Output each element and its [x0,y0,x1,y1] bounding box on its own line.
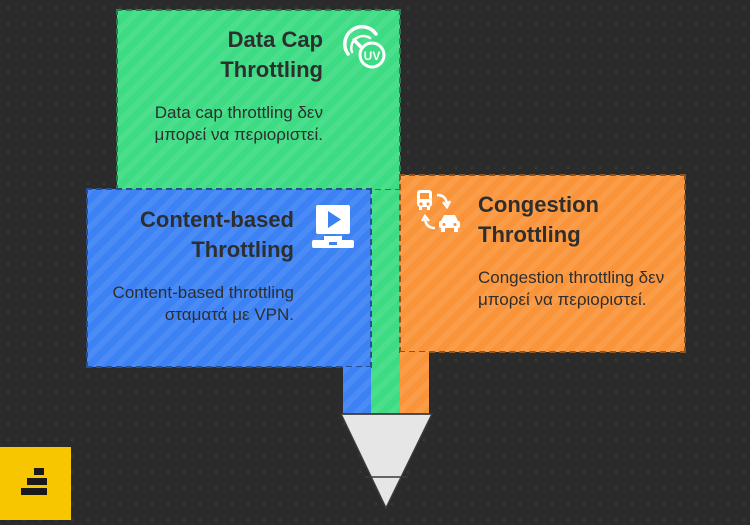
data-cap-stem [371,190,400,415]
content-based-title: Content-based Throttling [140,207,294,262]
svg-text:UV: UV [364,49,381,63]
funnel-icon [339,413,434,510]
congestion-description: Congestion throttling δεν μπορεί να περι… [478,268,665,309]
video-player-icon [312,205,354,248]
content-based-description: Content-based throttling σταματά με VPN. [112,283,294,324]
data-cap-description: Data cap throttling δεν μπορεί να περιορ… [154,103,323,144]
brand-logo [0,447,71,520]
speed-gauge-uv-icon: UV [343,25,386,69]
content-based-stem [343,367,371,415]
data-cap-title: Data Cap Throttling [220,27,323,82]
congestion-stem [400,352,429,415]
traffic-vehicles-icon [417,190,460,232]
stacked-bars-logo-icon [21,468,47,495]
congestion-card [399,174,686,353]
congestion-title: Congestion Throttling [478,192,599,247]
